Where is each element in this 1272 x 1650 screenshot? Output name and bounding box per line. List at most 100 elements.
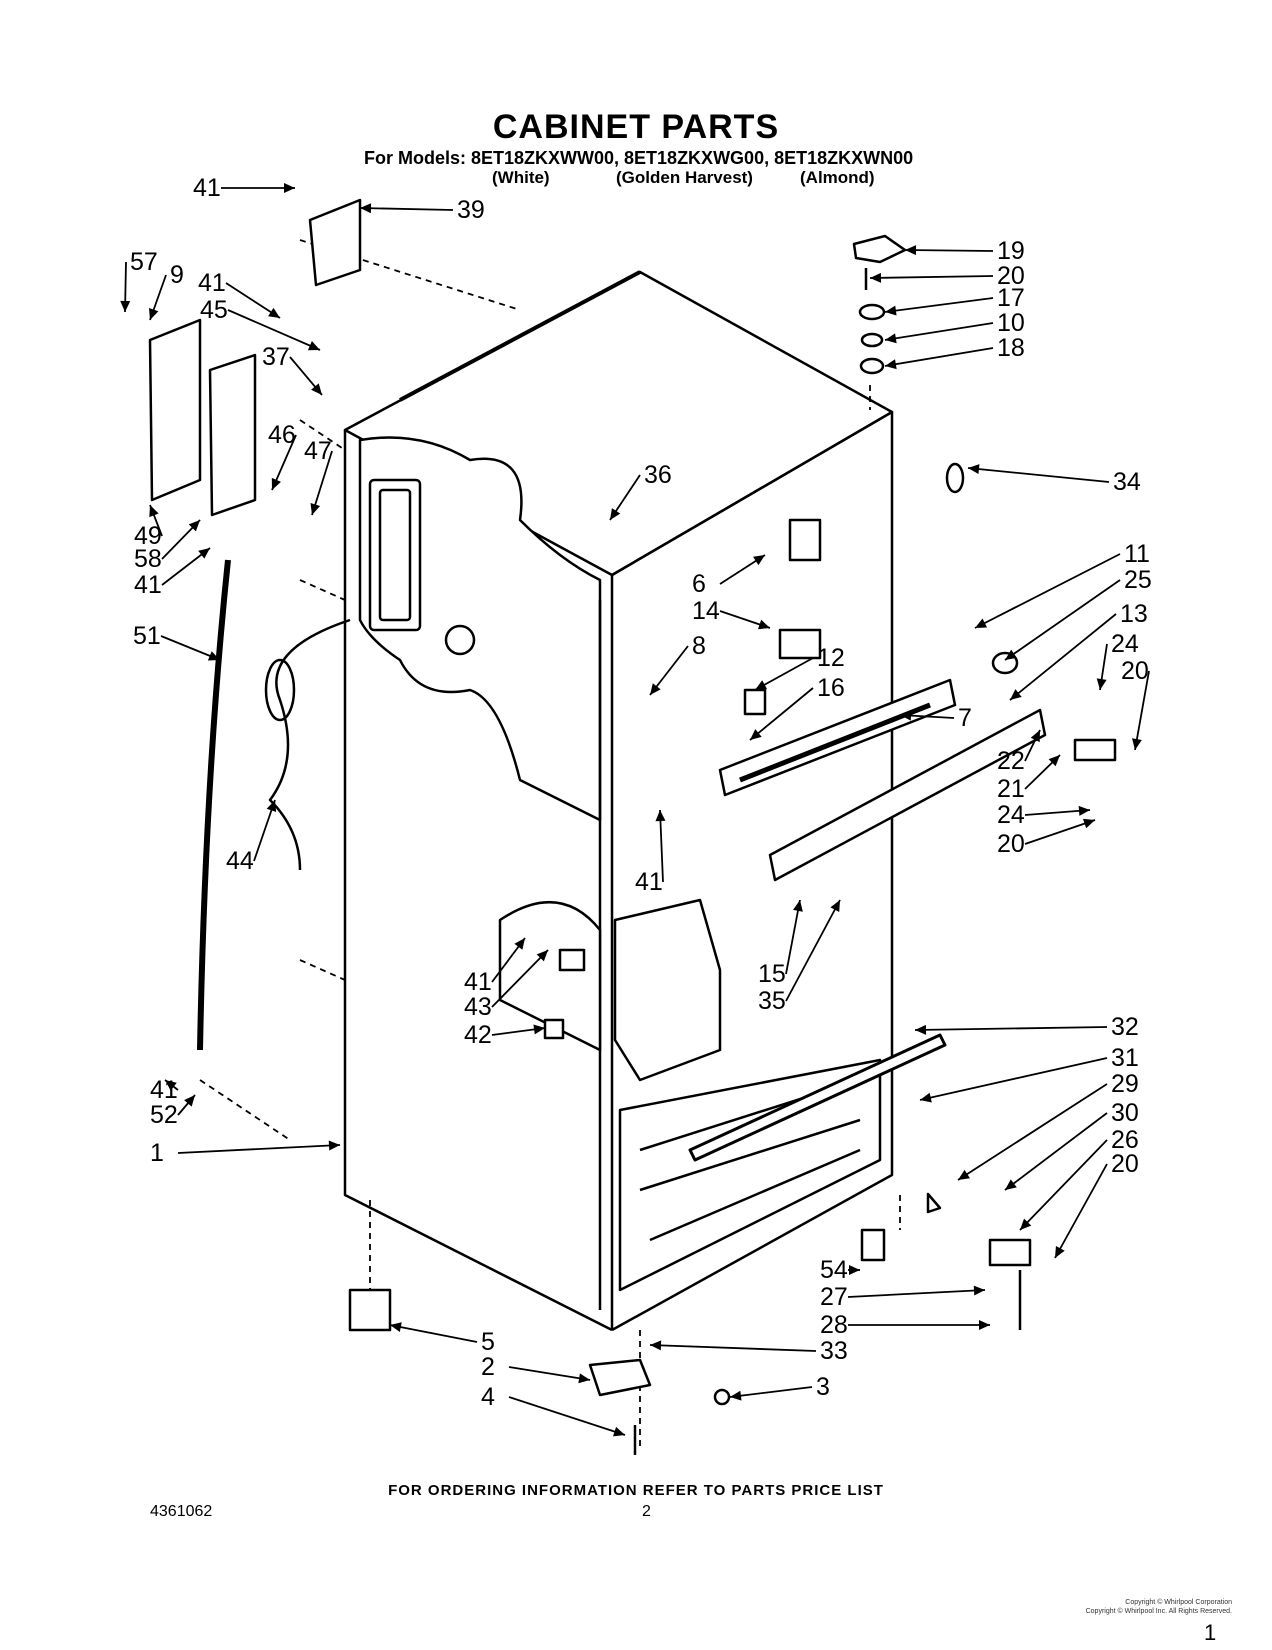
callout-label: 9 [170,261,184,289]
callout-14: 14 [692,597,771,630]
callout-2: 2 [481,1353,591,1384]
callout-32: 32 [914,1013,1139,1041]
callout-7: 7 [899,704,972,732]
callout-label: 6 [692,570,706,598]
callout-arrowhead [920,1092,932,1103]
callout-18: 18 [884,334,1025,370]
callout-label: 42 [464,1021,492,1049]
copyright-notice: Copyright © Whirlpool Corporation Copyri… [1085,1599,1232,1615]
color-almond: (Almond) [800,168,875,187]
callout-label: 14 [692,597,720,625]
callout-49: 49 [134,504,163,550]
callout-label: 41 [198,269,226,297]
callout-leader-line [389,1324,478,1343]
callout-label: 21 [997,775,1025,803]
callout-label: 28 [820,1311,848,1339]
callout-label: 36 [644,461,672,489]
callout-20: 20 [1054,1150,1139,1259]
callout-arrowhead [655,810,666,822]
callout-6: 6 [692,554,766,598]
callout-8: 8 [649,632,706,696]
callout-arrowhead [1020,1218,1032,1230]
callout-leader-line [491,949,549,1008]
callout-arrowhead [885,333,897,344]
callout-arrowhead [793,900,803,912]
callout-41: 41 [193,174,295,202]
callout-47: 47 [304,437,333,516]
callout-label: 44 [226,847,254,875]
callout-arrowhead [610,508,621,520]
callout-arrowhead [328,1140,340,1151]
callout-arrowhead [1078,805,1090,816]
callout-15: 15 [758,899,803,988]
callout-label: 49 [134,522,162,550]
callout-label: 45 [200,296,228,324]
callout-arrowhead [268,307,280,318]
callout-arrowhead [266,800,277,813]
callout-4: 4 [481,1383,626,1437]
ordering-note: FOR ORDERING INFORMATION REFER TO PARTS … [388,1482,884,1499]
callout-54: 54 [820,1256,860,1284]
callout-21: 21 [997,754,1061,803]
part-number: 4361062 [150,1503,213,1520]
callout-arrowhead [650,1340,662,1351]
callout-arrowhead [757,619,770,630]
callout-20: 20 [997,818,1096,858]
callout-arrowhead [885,359,897,370]
callout-51: 51 [133,622,221,661]
callout-label: 52 [150,1101,178,1129]
callout-arrowhead [207,651,220,661]
callout-24: 24 [1096,630,1139,691]
callout-label: 2 [481,1353,495,1381]
callout-arrowhead [968,464,980,475]
callout-arrowhead [900,710,912,721]
callout-label: 5 [481,1328,495,1356]
callout-arrowhead [612,1426,625,1437]
callout-label: 29 [1111,1070,1139,1098]
callout-label: 58 [134,545,162,573]
callout-arrowhead [1048,755,1060,767]
callout-leader-line [847,1289,986,1298]
callout-arrowhead [1082,818,1095,829]
callout-label: 19 [997,237,1025,265]
callout-label: 57 [130,248,158,276]
callout-label: 37 [262,343,290,371]
callout-41: 41 [635,809,666,896]
callout-leader-line [749,687,814,741]
callout-label: 34 [1113,468,1141,496]
callout-leader-line [177,1144,341,1154]
callout-35: 35 [758,899,841,1015]
callout-label: 41 [134,571,162,599]
callout-3: 3 [729,1373,830,1401]
callout-58: 58 [134,519,201,573]
callout-43: 43 [464,949,549,1021]
callout-label: 13 [1120,600,1148,628]
page-number: 2 [642,1503,651,1520]
callout-arrowhead [1010,689,1022,700]
callout-label: 25 [1124,566,1152,594]
callout-label: 20 [997,262,1025,290]
models-line: For Models: 8ET18ZKXWW00, 8ET18ZKXWG00, … [364,148,914,168]
callout-20: 20 [1121,657,1150,751]
callout-leader-line [659,809,664,883]
callout-label: 7 [958,704,972,732]
callout-31: 31 [919,1044,1139,1103]
callout-34: 34 [967,464,1141,496]
callout-leader-line [508,1396,626,1436]
callout-arrowhead [1005,649,1017,660]
callout-57: 57 [120,248,158,313]
callout-arrowhead [311,383,322,395]
callout-30: 30 [1004,1099,1139,1191]
color-white: (White) [492,168,550,187]
callout-20: 20 [869,262,1025,290]
callout-arrowhead [149,505,159,518]
cabinet-drawing [148,198,1117,1455]
callout-arrowhead [360,203,372,214]
callout-13: 13 [1009,600,1148,701]
callout-label: 24 [997,801,1025,829]
callout-leader-line [227,309,321,351]
callout-label: 41 [635,868,663,896]
callout-arrowhead [120,300,131,312]
